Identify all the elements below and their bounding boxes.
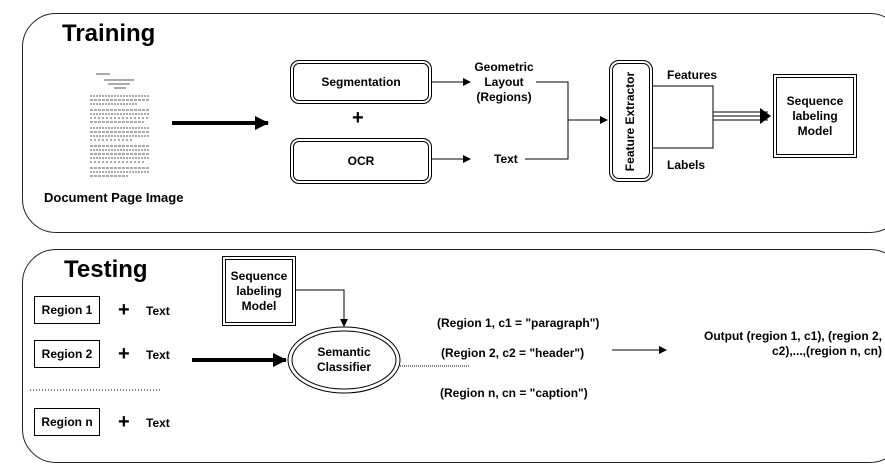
classifier-ellipse-outer: [287, 326, 401, 394]
sequence-model-label-training: Sequence labeling Model: [786, 93, 844, 138]
output-label: Output (region 1, c1), (region 2, c2),..…: [703, 329, 882, 358]
region-box: Region 2: [34, 340, 100, 368]
region-box: Region 1: [34, 296, 100, 324]
feature-extractor-label: Feature Extractor: [623, 71, 638, 171]
features-bracket: [653, 85, 714, 149]
document-page-caption: Document Page Image: [44, 190, 184, 205]
classification-result: (Region 1, c1 = "paragraph"): [437, 316, 600, 330]
sequence-model-box-testing: Sequence labeling Model: [222, 256, 296, 326]
triple-arrow-head: [760, 108, 771, 124]
feature-extractor-box: Feature Extractor: [609, 60, 653, 182]
region-box: Region n: [34, 408, 100, 436]
region-text-label: Text: [146, 348, 170, 362]
region-text-label: Text: [146, 416, 170, 430]
segmentation-label: Segmentation: [321, 74, 401, 89]
plus-sign: +: [118, 343, 130, 365]
text-line: [525, 120, 569, 160]
classifier-ellipse-inner: [291, 330, 397, 390]
sequence-model-label-testing: Sequence labeling Model: [230, 268, 288, 313]
plus-sign: +: [118, 411, 130, 433]
testing-panel: [22, 249, 885, 463]
plus-sign: +: [352, 107, 364, 129]
geometric-layout-label: Geometric Layout (Regions): [474, 60, 534, 104]
layout-line: [536, 81, 569, 120]
text-label: Text: [494, 152, 518, 166]
ocr-box: OCR: [290, 138, 432, 184]
features-label: Features: [667, 68, 718, 82]
sequence-model-box-training: Sequence labeling Model: [773, 74, 857, 158]
training-title: Training: [62, 20, 156, 47]
training-panel: [22, 13, 885, 233]
labels-label: Labels: [667, 158, 706, 172]
ocr-label: OCR: [347, 153, 375, 168]
classification-result: (Region 2, c2 = "header"): [441, 346, 585, 360]
classification-result: (Region n, cn = "caption"): [440, 386, 588, 400]
semantic-classifier-label: Semantic Classifier: [316, 345, 372, 374]
testing-title: Testing: [64, 256, 148, 283]
segmentation-box: Segmentation: [290, 60, 432, 104]
region-text-label: Text: [146, 304, 170, 318]
document-page-thumbnail: [90, 73, 150, 177]
model-to-classifier: [296, 289, 348, 327]
plus-sign: +: [118, 299, 130, 321]
